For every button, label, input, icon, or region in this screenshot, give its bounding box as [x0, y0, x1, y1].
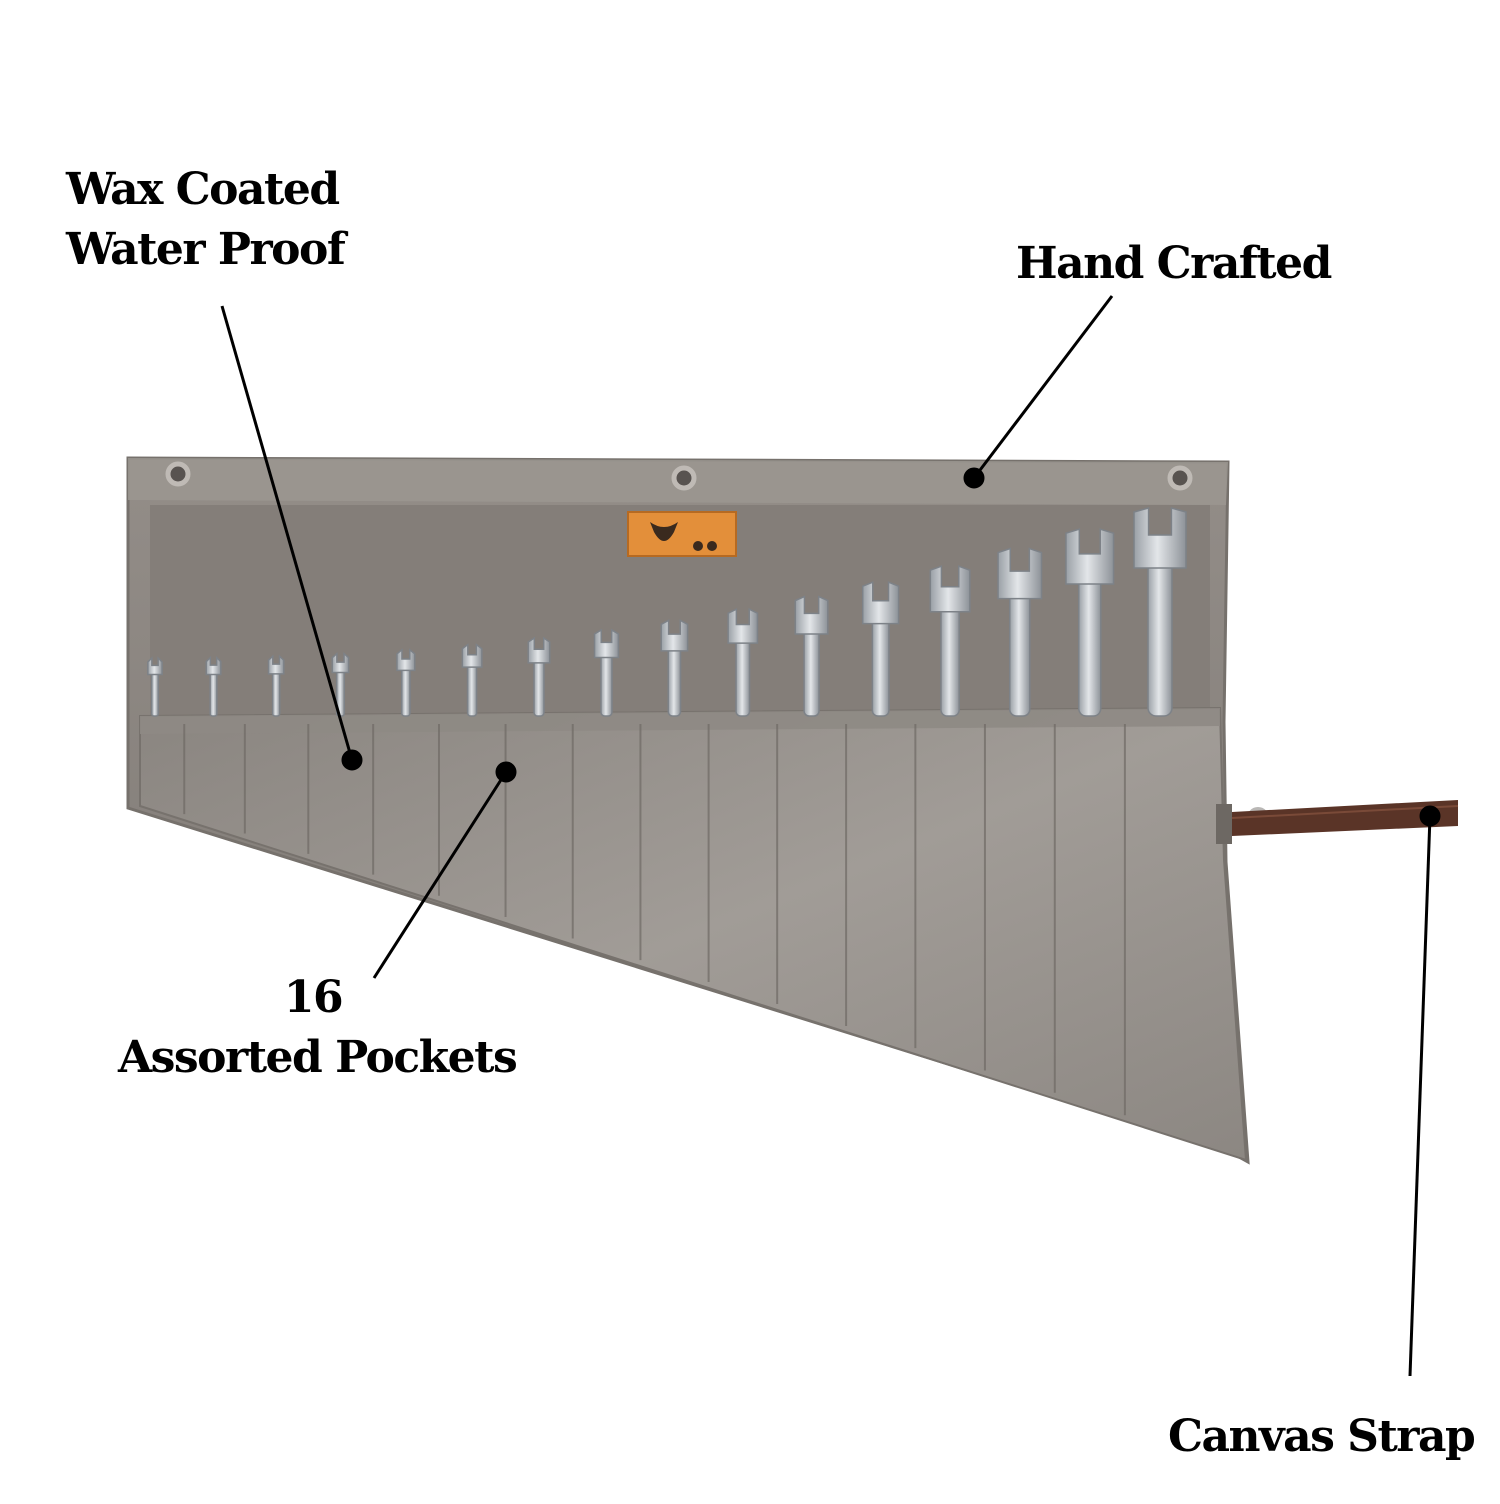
wrench-set	[147, 507, 1187, 717]
callout-wax-line2: Water Proof	[66, 224, 346, 275]
wrench	[1065, 528, 1115, 717]
callout-wax-coated: Wax Coated Water Proof	[66, 160, 346, 280]
wrench	[396, 648, 416, 717]
wrench	[794, 595, 829, 717]
wrench	[147, 656, 163, 717]
pocket-flap	[139, 706, 1248, 1162]
pocket-seams	[183, 724, 1126, 1116]
wrench	[660, 619, 689, 717]
wrench	[205, 655, 222, 717]
wrench	[267, 654, 285, 717]
grommet-middle	[671, 465, 697, 491]
leader-pockets-dot	[495, 761, 517, 783]
wrench	[929, 565, 971, 717]
leader-strap	[1408, 815, 1432, 1377]
leader-wax	[220, 305, 354, 761]
wrench	[997, 547, 1043, 717]
wrench	[527, 636, 551, 717]
grommet-left	[165, 461, 191, 487]
callout-leaders	[220, 295, 1441, 1377]
wrench	[1133, 507, 1187, 717]
callout-pockets: 16 Assorted Pockets	[118, 968, 518, 1088]
grommet-right	[1167, 465, 1193, 491]
callout-pockets-label: Assorted Pockets	[118, 1032, 518, 1083]
leader-hand-dot	[963, 467, 985, 489]
callout-canvas-strap: Canvas Strap	[1168, 1411, 1476, 1462]
brand-logo-patch	[627, 511, 737, 557]
wrench	[593, 628, 620, 717]
callout-wax-line1: Wax Coated	[66, 164, 340, 215]
callout-pockets-count: 16	[283, 972, 344, 1023]
grommets	[165, 461, 1193, 491]
canvas-strap	[1216, 800, 1459, 844]
wrench	[861, 581, 900, 717]
leader-wax-dot	[341, 749, 363, 771]
wrench	[727, 608, 759, 717]
callout-hand-crafted: Hand Crafted	[1016, 238, 1332, 289]
wrench	[461, 643, 483, 717]
leader-hand	[972, 295, 1114, 479]
leader-strap-dot	[1419, 805, 1441, 827]
leader-pockets	[372, 771, 508, 979]
